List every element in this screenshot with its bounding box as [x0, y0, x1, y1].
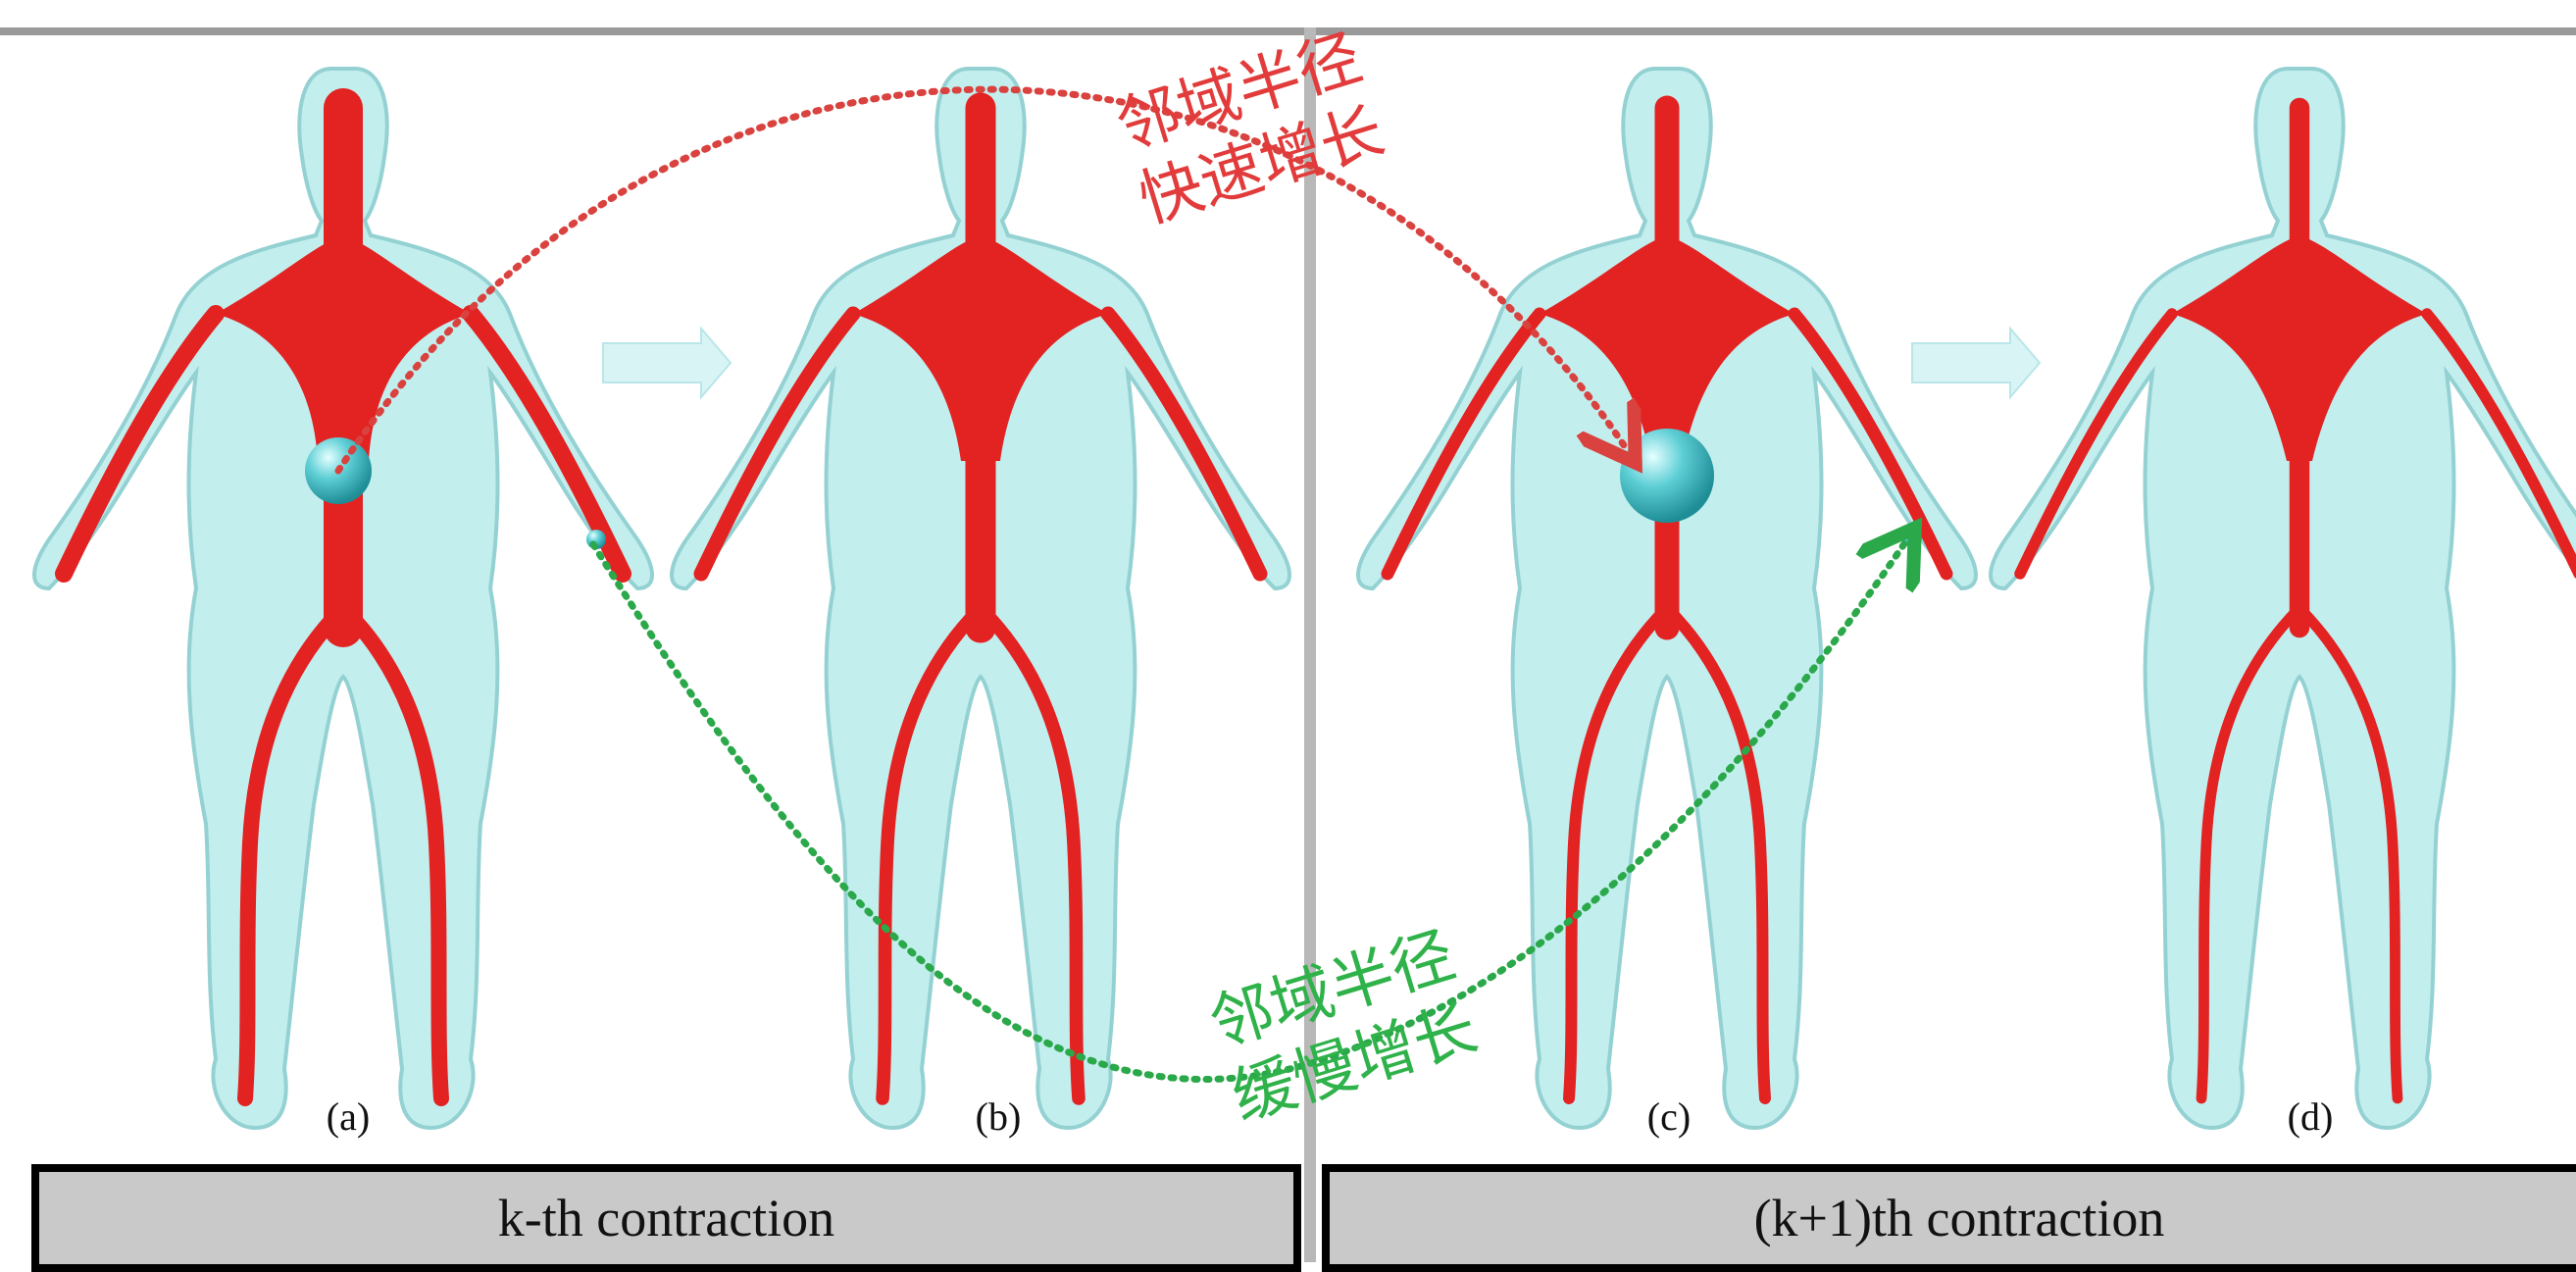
panel-label-d: (d): [2288, 1094, 2334, 1140]
panel-label-c: (c): [1647, 1094, 1691, 1140]
panel-label-b: (b): [976, 1094, 1022, 1140]
caption-k-plus-1-contraction: (k+1)th contraction: [1322, 1164, 2576, 1272]
figure-a: [34, 69, 652, 1128]
transition-arrow-right: [1912, 329, 2040, 397]
transition-arrow-left: [603, 329, 731, 397]
panel-label-a: (a): [327, 1094, 370, 1140]
figure-b: [672, 69, 1289, 1128]
figure-d: [1991, 69, 2576, 1128]
caption-k-th-contraction: k-th contraction: [31, 1164, 1301, 1272]
neighbourhood-ball: [1620, 429, 1714, 523]
top-border: [0, 27, 2576, 35]
